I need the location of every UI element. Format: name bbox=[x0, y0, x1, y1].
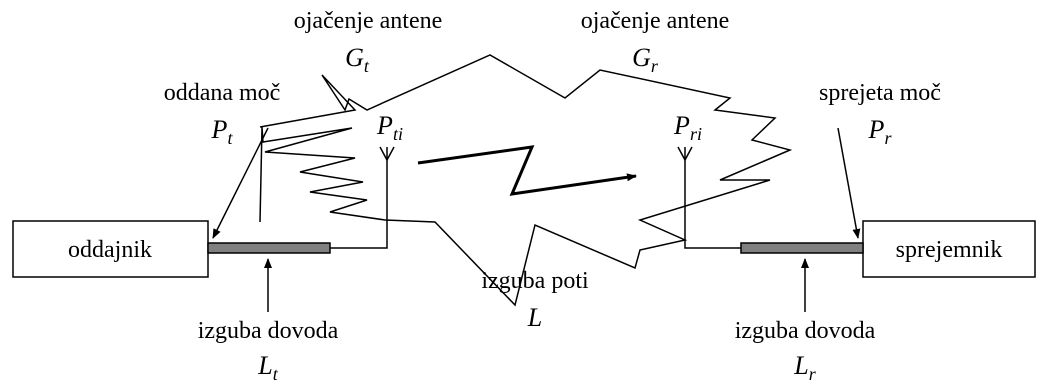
receiver-label: sprejemnik bbox=[896, 237, 1003, 263]
path-loss-symbol: L bbox=[527, 303, 542, 332]
tx-antenna-icon bbox=[379, 146, 395, 161]
rx-power-symbol: Pr bbox=[868, 115, 893, 148]
receiver-box bbox=[862, 220, 1036, 278]
path-loss-label: izguba poti bbox=[481, 268, 589, 294]
propagation-arrow bbox=[417, 145, 637, 196]
tx-gain-symbol: Gt bbox=[345, 43, 370, 76]
tx-power-symbol: Pt bbox=[211, 115, 234, 148]
rx-antenna-icon bbox=[677, 146, 693, 161]
transmitter-label: oddajnik bbox=[68, 237, 152, 263]
tx-isotropic-power-symbol: Pti bbox=[376, 111, 403, 144]
rx-feeder-loss-symbol: Lr bbox=[793, 351, 816, 380]
tx-feeder bbox=[207, 242, 331, 254]
rx-gain-symbol: Gr bbox=[632, 43, 659, 76]
tx-feeder-loss-symbol: Lt bbox=[257, 351, 278, 380]
rx-feeder bbox=[740, 242, 864, 254]
tx-feeder-loss-label: izguba dovoda bbox=[198, 318, 339, 344]
tx-power-label: oddana moč bbox=[164, 80, 281, 106]
rx-isotropic-power-symbol: Pri bbox=[673, 111, 702, 144]
tx-gain-label: ojačenje antene bbox=[294, 8, 443, 34]
rx-power-label: sprejeta moč bbox=[819, 80, 941, 106]
tx-wire bbox=[330, 147, 388, 249]
rx-feeder-loss-label: izguba dovoda bbox=[735, 318, 876, 344]
rx-gain-label: ojačenje antene bbox=[581, 8, 730, 34]
rx-power-pointer bbox=[837, 127, 861, 239]
tx-power-pointer bbox=[212, 127, 269, 239]
rx-wire bbox=[684, 147, 741, 249]
